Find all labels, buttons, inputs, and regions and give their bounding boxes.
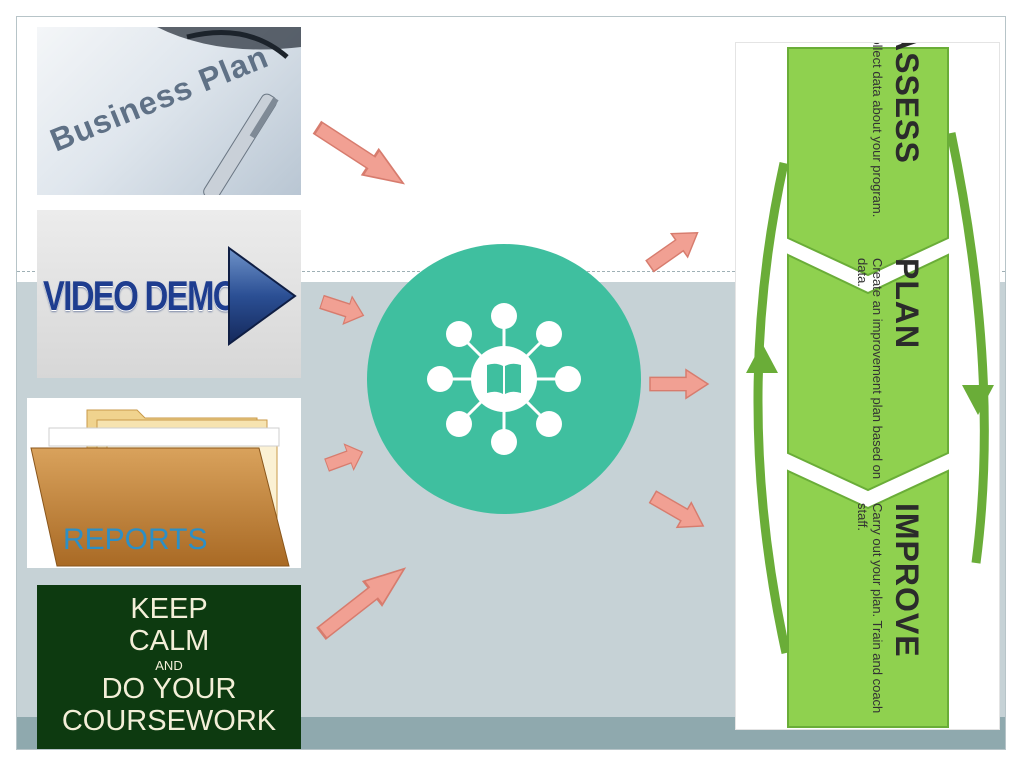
folder-icon (30, 409, 290, 567)
cycle-left-arc (753, 162, 791, 654)
improve-desc: Carry out your plan. Train and coach sta… (854, 503, 886, 714)
play-icon (228, 246, 297, 346)
pen-icon (203, 93, 277, 195)
keep-calm-line-5: COURSEWORK (61, 705, 277, 737)
cycle-graphic (746, 47, 994, 728)
plan-desc: Create an improvement plan based on data… (854, 258, 886, 480)
assess-title: ASSESS (889, 42, 925, 164)
plan-step: PLAN Create an improvement plan based on… (813, 258, 925, 488)
down-arrow-icon (962, 385, 994, 415)
paper-sheet (48, 427, 280, 447)
video-demo-decor (228, 246, 297, 346)
glasses-frame (186, 30, 289, 59)
pen-clip (249, 97, 279, 139)
assess-plan-improve-cycle: ASSESS Collect data about your program. … (735, 42, 1000, 730)
improve-step: IMPROVE Carry out your plan. Train and c… (813, 503, 925, 729)
keep-calm-line-3: AND (155, 658, 183, 673)
plan-chevron (787, 253, 949, 492)
improve-title: IMPROVE (889, 503, 925, 658)
up-arrow-icon (746, 343, 778, 373)
keep-calm-line-1: KEEP (130, 593, 208, 625)
cycle-right-arc (946, 132, 989, 564)
book-network-icon (487, 363, 521, 394)
assess-chevron (787, 47, 949, 277)
hub-center (471, 346, 537, 412)
video-demo-image: VIDEO DEMO (37, 210, 301, 378)
video-demo-label: VIDEO DEMO (43, 272, 238, 319)
business-plan-text-layer: Business Plan (37, 27, 301, 195)
business-plan-image: Business Plan (37, 27, 301, 195)
business-plan-decor (157, 27, 301, 195)
keep-calm-line-4: DO YOUR (101, 673, 237, 705)
plan-title: PLAN (889, 258, 925, 350)
business-plan-label: Business Plan (45, 38, 274, 159)
assess-step: ASSESS Collect data about your program. (813, 42, 925, 258)
improve-chevron (787, 469, 949, 728)
reports-label: REPORTS (63, 523, 208, 556)
hub-nodes (427, 303, 581, 455)
hub-circle (367, 244, 641, 514)
reports-image: REPORTS (27, 398, 301, 568)
folder-front (30, 447, 290, 567)
keep-calm-poster: KEEP CALM AND DO YOUR COURSEWORK (37, 585, 301, 749)
keep-calm-line-2: CALM (128, 625, 210, 657)
assess-desc: Collect data about your program. (870, 42, 886, 218)
